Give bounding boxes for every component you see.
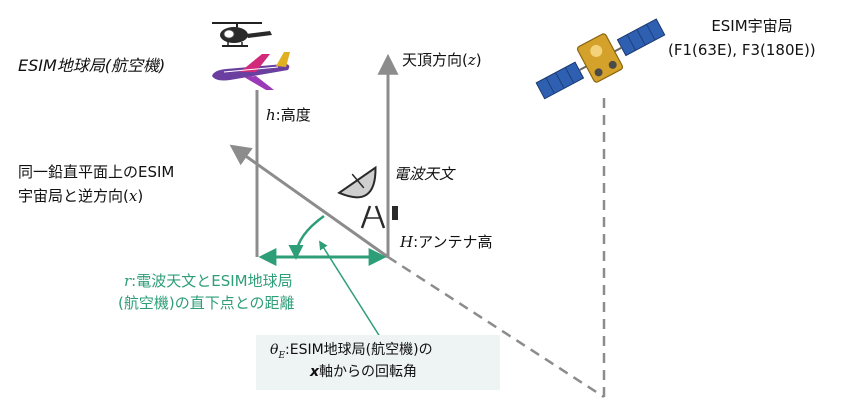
helicopter-icon (212, 22, 272, 47)
angle-leader-line (319, 240, 383, 341)
angle-label-line2: x軸からの回転角 (310, 364, 418, 380)
antenna-height-label: H:アンテナ高 (400, 233, 493, 251)
angle-label-line1: θE:ESIM地球局(航空機)の (270, 342, 433, 361)
angle-note-box: θE:ESIM地球局(航空機)の x軸からの回転角 (256, 335, 500, 390)
esim-earth-station-label: ESIM地球局(航空機) (18, 56, 166, 75)
satellite-dashed-horizontal (387, 255, 605, 399)
distance-label-line2: (航空機)の直下点との距離 (118, 294, 295, 312)
satellite-icon (535, 18, 666, 100)
angle-arc (288, 214, 325, 260)
zenith-direction-label: 天頂方向(z) (402, 51, 482, 69)
opposite-direction-label-line2: 宇宙局と逆方向(x) (18, 187, 144, 205)
esim-space-station-orbit-label: (F1(63E), F3(180E)) (668, 41, 816, 59)
opposite-direction-axis (229, 144, 389, 259)
radio-astronomy-label: 電波天文 (394, 165, 455, 183)
airplane-icon (212, 52, 290, 90)
esim-space-station-label: ESIM宇宙局 (711, 17, 793, 35)
height-label: h:高度 (266, 106, 311, 124)
distance-label-line1: r:電波天文とESIM地球局 (124, 272, 293, 290)
opposite-direction-label-line1: 同一鉛直平面上のESIM (18, 163, 175, 181)
radio-telescope-icon (337, 165, 398, 229)
